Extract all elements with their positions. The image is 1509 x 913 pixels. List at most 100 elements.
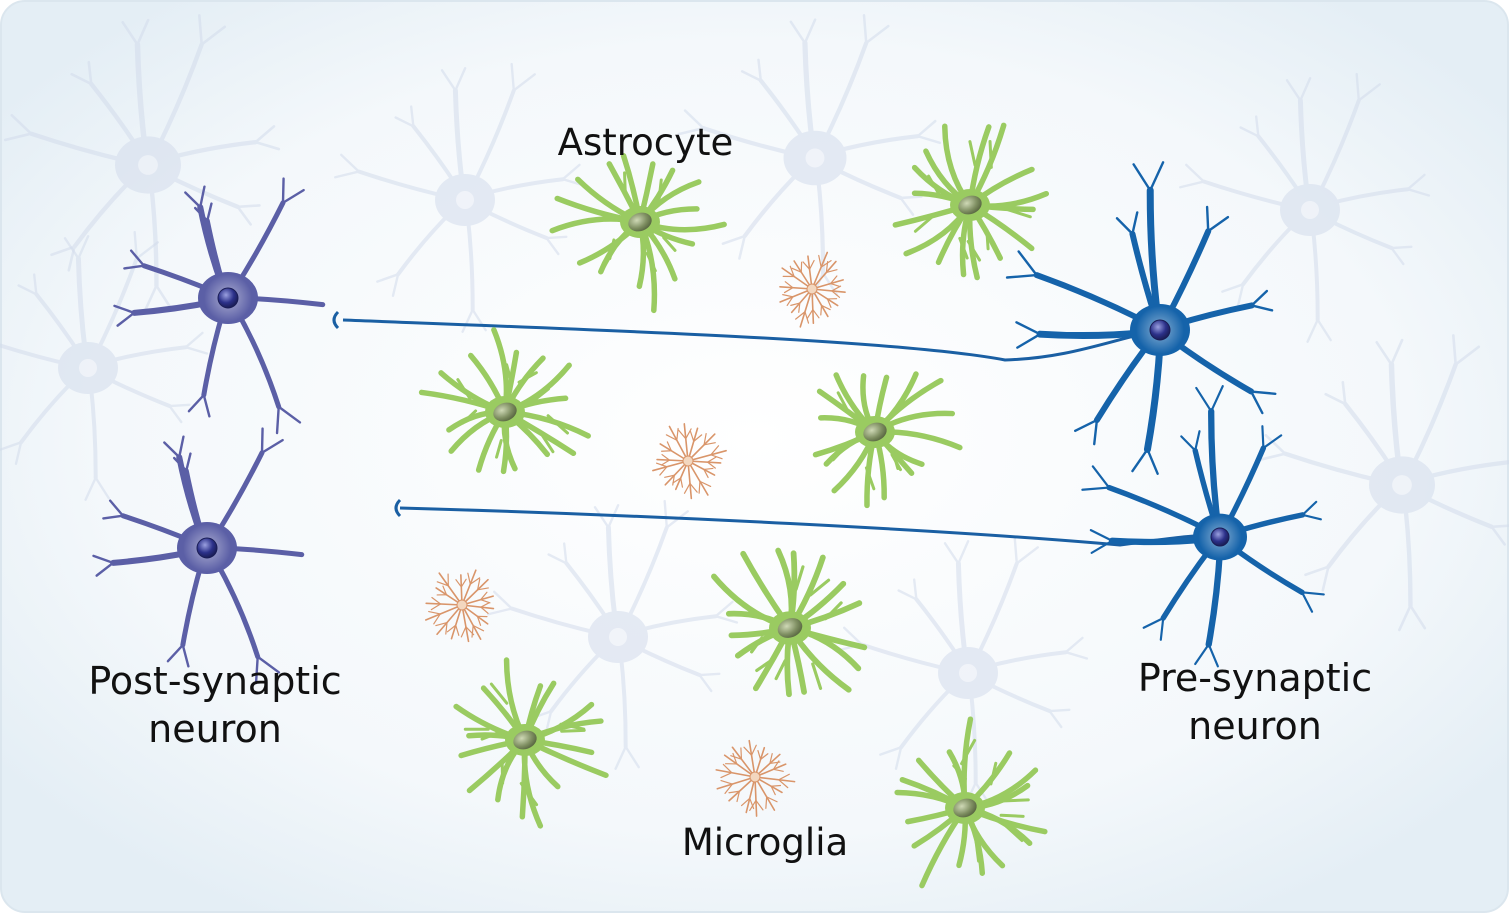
background-neuron bbox=[1179, 72, 1431, 343]
microglia-process bbox=[754, 763, 787, 778]
dendrite-fork bbox=[376, 273, 400, 283]
background-neuron bbox=[487, 499, 739, 770]
dendrite-fork bbox=[135, 241, 159, 260]
microglia-branch bbox=[724, 783, 733, 794]
microglia-process bbox=[807, 255, 813, 290]
microglia-branch bbox=[732, 752, 738, 765]
astrocyte-branch bbox=[517, 371, 538, 384]
microglia-branch bbox=[660, 459, 671, 466]
soma bbox=[938, 647, 998, 699]
dendrite-fork bbox=[1261, 425, 1265, 450]
microglia-cell bbox=[779, 251, 846, 328]
dendrite-fork bbox=[561, 163, 581, 181]
microglia-process bbox=[779, 288, 813, 303]
dendrite-fork bbox=[108, 499, 125, 517]
microglia-branch bbox=[826, 298, 832, 308]
dendrite-fork bbox=[1406, 173, 1426, 191]
dendrite-fork bbox=[181, 643, 190, 668]
microglia-branch bbox=[442, 585, 448, 596]
astrocyte-label-text: Astrocyte bbox=[557, 121, 734, 164]
dendrite-fork bbox=[1195, 386, 1213, 413]
dendrite-fork bbox=[1316, 318, 1332, 342]
soma bbox=[435, 174, 495, 226]
dendrite-fork bbox=[714, 615, 739, 624]
dendrite-fork bbox=[1304, 565, 1330, 577]
microglia-process bbox=[450, 604, 463, 640]
dendrite-fork bbox=[198, 14, 204, 46]
microglia-process bbox=[754, 776, 796, 783]
microglia-branch bbox=[820, 304, 831, 311]
dendrite-fork bbox=[721, 234, 747, 245]
dendrite-fork bbox=[1390, 246, 1405, 266]
microglia-branch bbox=[672, 474, 675, 486]
dendrite-fork bbox=[493, 590, 513, 610]
microglia-process bbox=[716, 776, 756, 790]
microglia-process bbox=[424, 604, 463, 621]
microglia-branch bbox=[435, 621, 448, 627]
dendrite-fork bbox=[1264, 433, 1287, 456]
dendrite-fork bbox=[1015, 546, 1039, 565]
microglia-branch bbox=[431, 596, 442, 605]
microglia-branch bbox=[782, 294, 794, 298]
microglia-branch bbox=[703, 442, 716, 446]
synaptic-terminal-upper bbox=[332, 310, 340, 330]
microglia-process bbox=[754, 776, 758, 817]
nucleus bbox=[1301, 201, 1319, 219]
dendrite-fork bbox=[714, 600, 734, 618]
nucleus bbox=[79, 359, 97, 377]
microglia-process bbox=[754, 776, 776, 811]
dendrite-fork bbox=[899, 196, 915, 216]
astrocyte-branch bbox=[836, 391, 850, 413]
microglia-cell bbox=[424, 569, 495, 643]
dendrite-fork bbox=[409, 105, 415, 128]
microglia-branch bbox=[798, 302, 801, 313]
dendrite-fork bbox=[185, 452, 192, 472]
microglia-branch bbox=[706, 456, 717, 463]
microglia-branch bbox=[465, 626, 475, 636]
dendrite-fork bbox=[202, 393, 211, 418]
dendrite-fork bbox=[698, 672, 721, 677]
dendrite-fork bbox=[1324, 392, 1347, 406]
dendrite-fork bbox=[1249, 390, 1277, 395]
dendrite bbox=[1146, 186, 1162, 320]
microglia-branch bbox=[472, 624, 485, 632]
microglia-branch bbox=[825, 260, 829, 274]
dendrite-fork bbox=[1090, 539, 1114, 554]
dendrite-fork bbox=[1093, 418, 1099, 446]
dendrite-fork bbox=[899, 195, 923, 200]
dendrite-fork bbox=[1179, 180, 1205, 189]
microglia-label: Microglia bbox=[660, 820, 870, 866]
dendrite-fork bbox=[593, 506, 610, 529]
dendrite-fork bbox=[1306, 318, 1319, 343]
microglia-branch bbox=[720, 772, 733, 779]
astrocyte-branch bbox=[774, 659, 787, 681]
microglia-branch bbox=[784, 281, 794, 289]
microglia-process bbox=[799, 288, 813, 328]
microglia-branch bbox=[710, 454, 723, 460]
microglia-branch bbox=[455, 579, 462, 588]
microglia-branch bbox=[460, 578, 467, 588]
soma bbox=[783, 130, 847, 186]
microglia-branch bbox=[770, 785, 776, 796]
dendrite-fork bbox=[1375, 340, 1393, 366]
microglia-branch bbox=[830, 275, 838, 285]
glial-cells bbox=[418, 122, 1050, 889]
microglia-branch bbox=[736, 790, 741, 803]
microglia-process bbox=[811, 251, 829, 290]
dendrite-fork bbox=[172, 456, 188, 472]
microglia-branch bbox=[825, 269, 838, 274]
astrocyte-branch bbox=[560, 728, 586, 733]
nucleus bbox=[959, 664, 977, 682]
dendrite-fork bbox=[1194, 643, 1210, 666]
dendrite-fork bbox=[1257, 452, 1287, 462]
dendrite-fork bbox=[916, 134, 942, 145]
microglia-process bbox=[687, 449, 727, 462]
dendrite-fork bbox=[1180, 435, 1197, 452]
astrocyte-nucleus bbox=[863, 422, 887, 442]
dendrite-fork bbox=[912, 578, 918, 601]
astrocyte-branch bbox=[456, 378, 472, 401]
microglia-branch bbox=[698, 480, 701, 494]
dendrite-fork bbox=[1390, 245, 1413, 250]
dendrite-fork bbox=[1089, 529, 1114, 542]
